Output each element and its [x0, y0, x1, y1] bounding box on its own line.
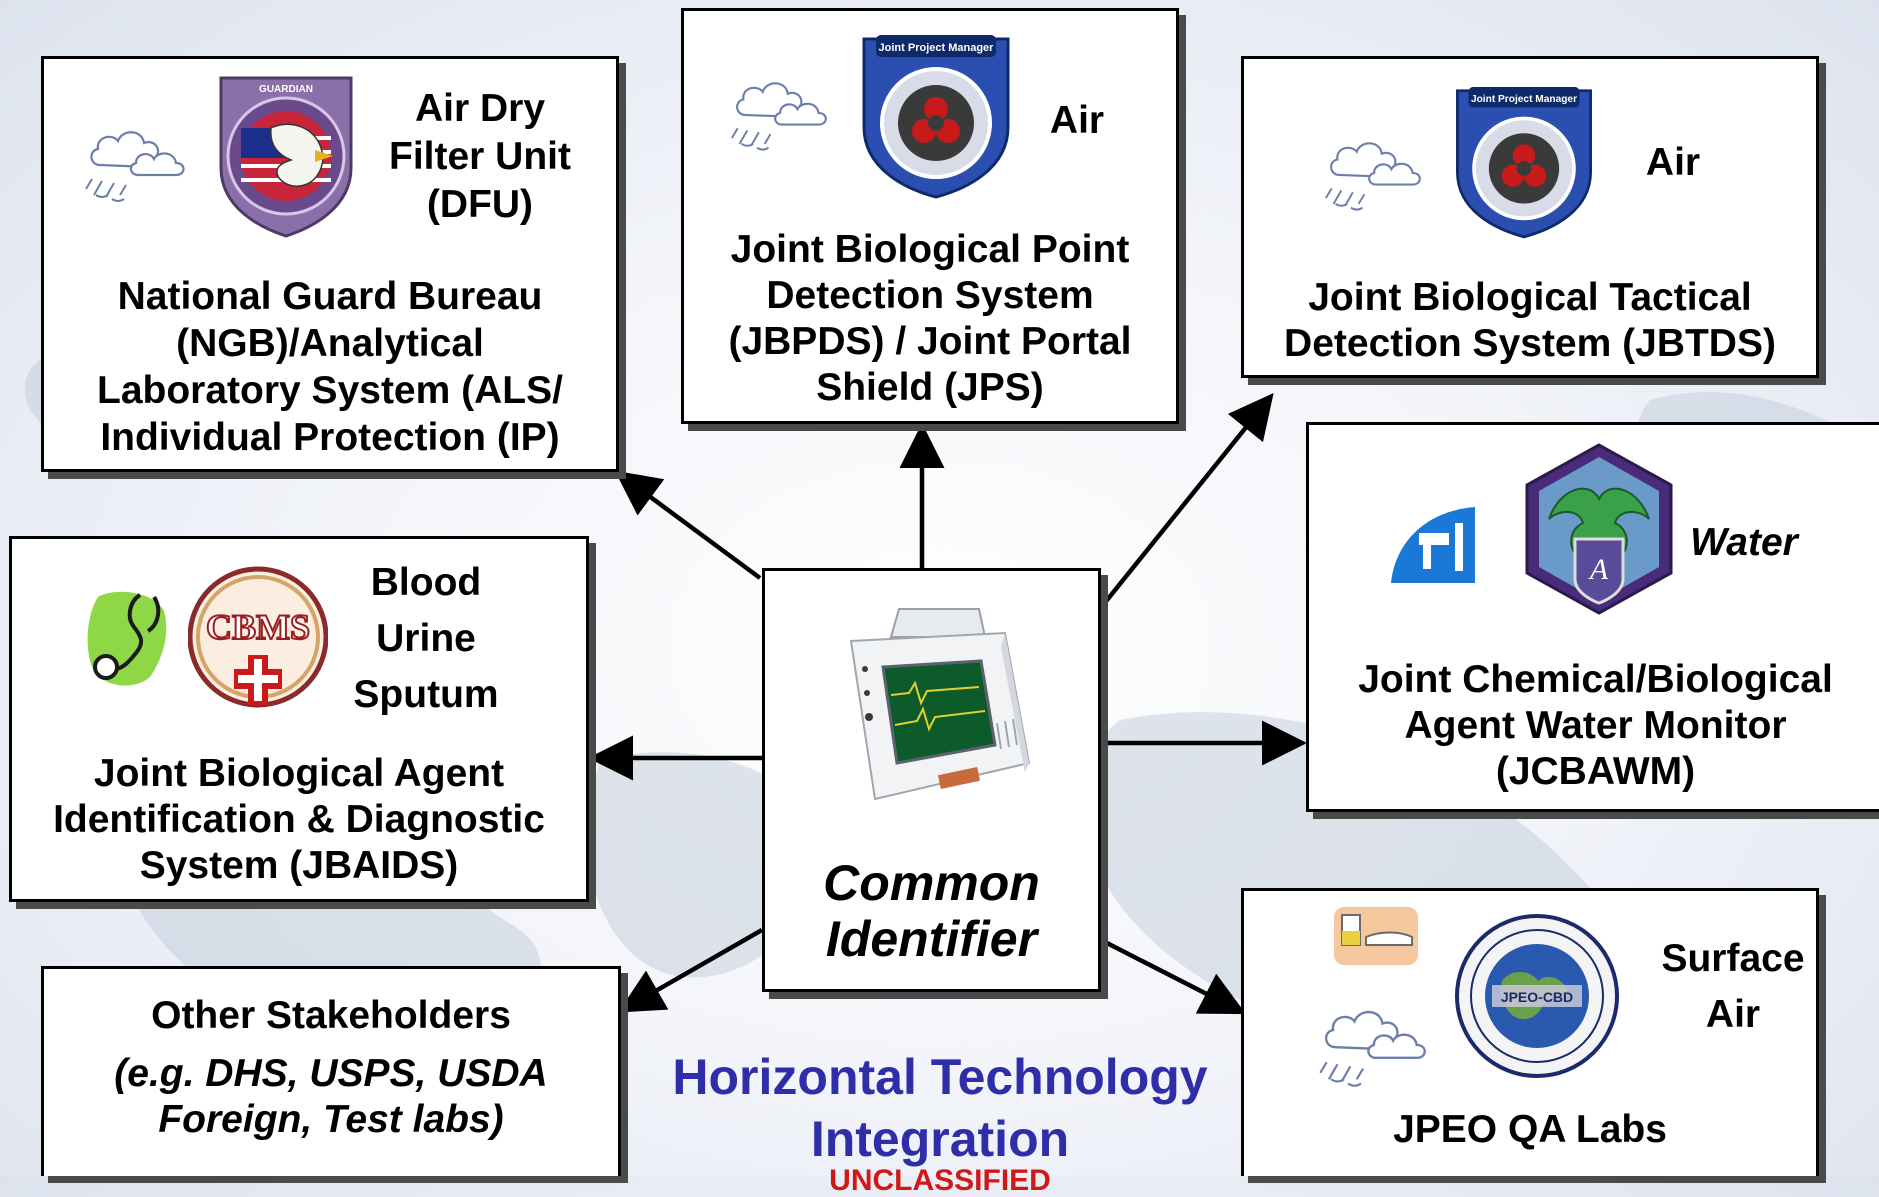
svg-text:A: A	[1588, 553, 1609, 586]
guardian-shield-emblem: GUARDIAN	[219, 76, 353, 238]
weather-cloud-icon	[731, 82, 827, 151]
jpeo-title: JPEO QA Labs	[1393, 1108, 1667, 1151]
water-tap-icon	[1391, 507, 1475, 583]
arrow-to-jbtds	[1101, 392, 1274, 607]
jbpds-box: Joint Project Manager Air Joint Biologic…	[681, 8, 1179, 424]
biological-defense-shield-emblem: Joint Project Manager	[862, 35, 1010, 199]
lab-sample-icon	[1334, 907, 1418, 965]
guardian-emblem-text: GUARDIAN	[259, 84, 313, 95]
jpeo-seal-text: JPEO-CBD	[1501, 989, 1573, 1005]
other-stakeholders-title: Other Stakeholders	[151, 994, 511, 1037]
cbms-emblem-text: CBMS	[206, 607, 310, 647]
weather-cloud-icon	[85, 131, 185, 202]
jbpds-medium-label: Air	[1049, 99, 1105, 142]
ngb-title: National Guard Bureau (NGB)/Analytical L…	[97, 275, 563, 459]
jpm-emblem-text: Joint Project Manager	[1471, 94, 1577, 105]
common-identifier-title: Common Identifier	[823, 855, 1040, 967]
patient-monitor-icon	[849, 608, 1031, 801]
weather-cloud-icon	[1319, 1010, 1426, 1087]
dragon-hexagon-emblem: A	[1525, 443, 1673, 615]
common-identifier-box: Common Identifier	[762, 568, 1101, 992]
arrow-to-jpeo	[1099, 937, 1247, 1015]
arrow-to-ngb	[614, 470, 762, 580]
jcbawm-title: Joint Chemical/Biological Agent Water Mo…	[1358, 658, 1833, 793]
cbms-emblem: CBMS	[188, 566, 328, 708]
jcbawm-medium-label: Water	[1690, 521, 1798, 564]
jbtds-medium-label: Air	[1645, 141, 1701, 184]
biological-defense-shield-emblem: Joint Project Manager	[1456, 87, 1592, 239]
ngb-medium-label: Air Dry Filter Unit (DFU)	[389, 87, 571, 226]
jpeo-medium-label: Surface Air	[1661, 937, 1805, 1036]
jpm-emblem-text: Joint Project Manager	[879, 42, 995, 54]
weather-cloud-icon	[1325, 142, 1421, 211]
jpeo-cbd-seal: JPEO-CBD	[1455, 914, 1619, 1078]
stethoscope-icon	[87, 591, 167, 686]
jpeo-box: JPEO-CBD Surface Air JPEO QA Labs	[1241, 888, 1819, 1176]
jbaids-title: Joint Biological Agent Identification & …	[53, 752, 545, 887]
jbtds-title: Joint Biological Tactical Detection Syst…	[1284, 276, 1776, 365]
footer-title: Horizontal Technology Integration	[672, 1049, 1208, 1167]
arrow-to-other	[618, 928, 764, 1013]
ngb-box: GUARDIAN Air Dry Filter Unit (DFU) Natio…	[41, 56, 619, 472]
jbaids-box: CBMS Blood Urine Sputum Joint Biological…	[9, 536, 589, 902]
other-stakeholders-box: Other Stakeholders (e.g. DHS, USPS, USDA…	[41, 966, 621, 1176]
other-stakeholders-examples: (e.g. DHS, USPS, USDA Foreign, Test labs…	[114, 1052, 548, 1141]
jbaids-medium-label: Blood Urine Sputum	[353, 561, 499, 716]
jbtds-box: Joint Project Manager Air Joint Biologic…	[1241, 56, 1819, 378]
jcbawm-box: A Water Joint Chemical/Biological Agent …	[1306, 422, 1879, 812]
jbpds-title: Joint Biological Point Detection System …	[728, 228, 1132, 409]
classification-banner: UNCLASSIFIED	[829, 1164, 1051, 1197]
